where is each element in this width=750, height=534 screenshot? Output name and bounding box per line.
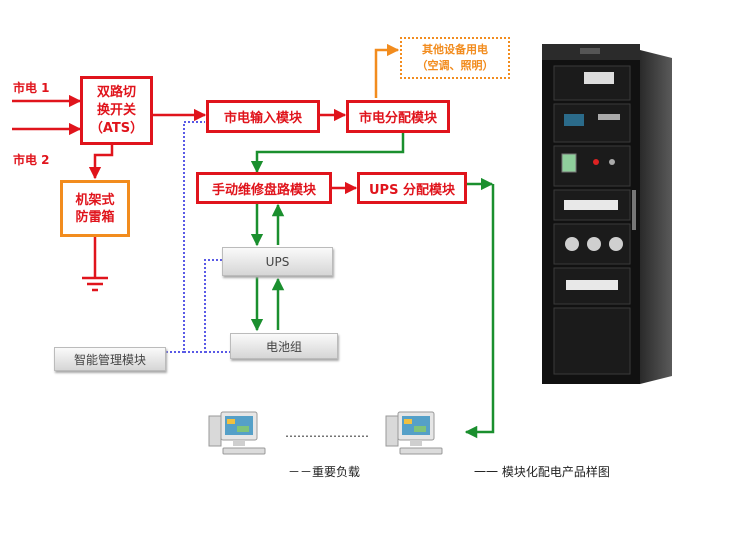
mains-input-module: 市电输入模块: [206, 100, 320, 133]
ats-switch-box: 双路切 换开关 （ATS）: [80, 76, 153, 145]
other-equipment-line2: （空调、照明）: [416, 59, 494, 72]
ats-to-arrester-arrow: [88, 145, 114, 180]
other-equipment-line1: 其他设备用电: [422, 43, 488, 56]
distribution-to-other-arrow: [374, 43, 400, 98]
important-load-caption: －－重要负载: [288, 465, 361, 479]
computer-icon: [385, 411, 443, 455]
battery-bank: 电池组: [230, 333, 338, 359]
mains1-label: 市电 1: [13, 81, 50, 95]
computer-icon: [208, 411, 266, 455]
mains2-label: 市电 2: [13, 153, 50, 167]
ups-distribution-module: UPS 分配模块: [357, 172, 467, 204]
ats-line1: 双路切: [96, 84, 136, 100]
arrester-line1: 机架式: [75, 192, 115, 208]
distribution-cabinet-image: [542, 44, 672, 384]
product-sample-caption: 一一 模块化配电产品样图: [474, 465, 610, 479]
ats-line3: （ATS）: [89, 120, 144, 136]
management-to-input-bus: [166, 121, 205, 353]
arrester-line2: 防雷箱: [75, 209, 115, 225]
ats-line2: 换开关: [96, 102, 136, 118]
load-feed-arrow: [464, 184, 495, 439]
ups-unit: UPS: [222, 247, 333, 276]
lightning-arrester-box: 机架式 防雷箱: [60, 180, 130, 237]
other-equipment-box: 其他设备用电 （空调、照明）: [400, 37, 510, 79]
load-ellipsis: …………………: [285, 426, 369, 440]
distribution-to-bypass-arrow: [250, 132, 405, 174]
smart-management-module: 智能管理模块: [54, 347, 166, 371]
management-to-ups-bus: [184, 259, 222, 353]
mains-distribution-module: 市电分配模块: [346, 100, 450, 133]
manual-bypass-module: 手动维修盘路模块: [196, 172, 332, 204]
